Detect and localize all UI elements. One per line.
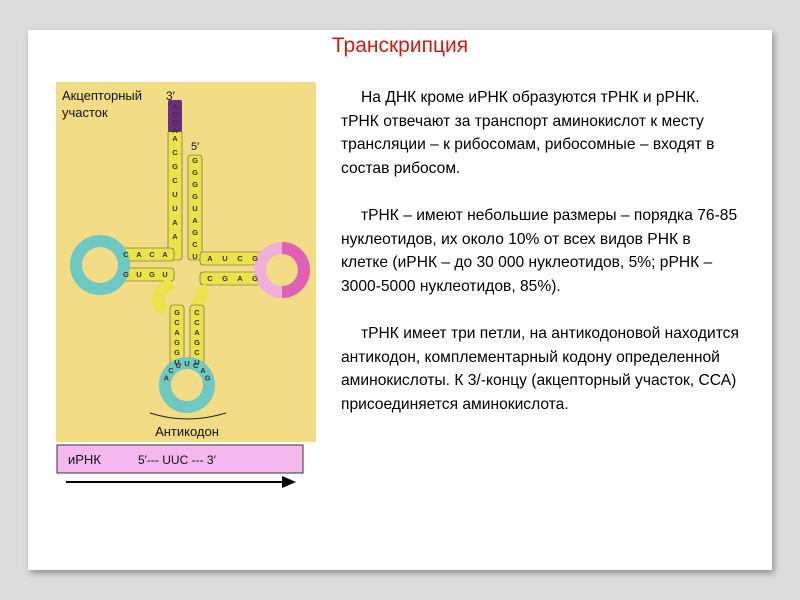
- slide-title: Транскрипция: [331, 34, 469, 57]
- d_arm_bottom-nt: U: [162, 270, 167, 279]
- connector-right: [191, 283, 209, 309]
- t_arm_bottom-nt: G: [222, 274, 228, 283]
- d_arm_top-nt: C: [149, 250, 155, 259]
- anticodon_loop-nt: C: [168, 366, 174, 375]
- d_arm_bottom-nt: G: [149, 270, 155, 279]
- acceptor_right-nt: U: [192, 252, 197, 261]
- anticodon_left-nt: A: [174, 328, 180, 337]
- anticodon-loop: [159, 357, 215, 413]
- anticodon_loop-nt: C: [193, 361, 199, 370]
- acceptor_right-nt: G: [192, 228, 198, 237]
- anticodon_right-nt: C: [194, 318, 200, 327]
- acceptor_left-nt: A: [172, 218, 178, 227]
- anticodon_left-nt: U: [174, 358, 179, 367]
- acceptor_left-nt: C: [172, 176, 178, 185]
- acceptor_left-nt: A: [172, 134, 178, 143]
- cca-nt: C: [172, 110, 178, 119]
- cca-nt: A: [172, 102, 178, 111]
- cca-end: [168, 100, 182, 132]
- t_arm_top-nt: G: [252, 254, 258, 263]
- d-loop: [70, 235, 130, 295]
- acceptor_left-nt: A: [172, 232, 178, 241]
- anticodon_right-nt: C: [194, 348, 200, 357]
- mrna-bar: [56, 444, 304, 474]
- anticodon_right-nt: G: [194, 338, 200, 347]
- d_arm_top-nt: A: [162, 250, 168, 259]
- anticodon_right-nt: C: [194, 308, 200, 317]
- acceptor_left-nt: G: [172, 162, 178, 171]
- anticodon_loop-nt: A: [200, 366, 206, 375]
- paragraph-1: На ДНК кроме иРНК образуются тРНК и рРНК…: [341, 89, 715, 177]
- acceptor_right-nt: G: [192, 168, 198, 177]
- five-prime-label: 5′: [191, 141, 199, 153]
- d_arm_bottom-nt: U: [136, 270, 141, 279]
- t_arm_bottom-nt: A: [237, 274, 243, 283]
- t_arm_top-nt: A: [207, 254, 213, 263]
- acceptor_right-nt: G: [192, 192, 198, 201]
- mrna-label: иРНК: [68, 452, 101, 467]
- t-loop-accent: [281, 242, 311, 298]
- anticodon_left-nt: C: [174, 318, 180, 327]
- anticodon-brace: [149, 412, 227, 420]
- acceptor-label-line1: Акцепторный: [62, 88, 142, 103]
- paragraph-3: тРНК имеет три петли, на антикодоновой н…: [341, 325, 739, 413]
- d_arm_top-nt: C: [123, 250, 129, 259]
- t_arm_top-nt: C: [237, 254, 243, 263]
- acceptor_left-nt: C: [172, 148, 178, 157]
- anticodon_loop-nt: G: [205, 373, 211, 382]
- acceptor_right-nt: C: [192, 240, 198, 249]
- acceptor_right-nt: U: [192, 204, 197, 213]
- t_arm_bottom-nt: G: [252, 274, 258, 283]
- paragraph-2: тРНК – имеют небольшие размеры – порядка…: [341, 207, 738, 295]
- t_arm_top-nt: U: [222, 254, 227, 263]
- t_arm_bottom-nt: C: [207, 274, 213, 283]
- anticodon_right-nt: U: [194, 358, 199, 367]
- anticodon_left-nt: G: [174, 338, 180, 347]
- acceptor-label-line2: участок: [62, 105, 108, 120]
- anticodon_left-nt: G: [174, 348, 180, 357]
- anticodon_loop-nt: A: [164, 373, 170, 382]
- cca-nt: C: [172, 118, 178, 127]
- direction-arrow-head: [282, 476, 296, 488]
- three-prime-label: 3′: [166, 89, 176, 103]
- d_arm_bottom-nt: G: [123, 270, 129, 279]
- text-block: На ДНК кроме иРНК образуются тРНК и рРНК…: [341, 86, 741, 440]
- anticodon_right-nt: A: [194, 328, 200, 337]
- acceptor-stem-right: [187, 154, 203, 261]
- acceptor_right-nt: G: [192, 156, 198, 165]
- cca-nt: A: [172, 126, 178, 135]
- codon-text: 5′--- UUC --- 3′: [138, 453, 217, 467]
- anticodon_loop-nt: U: [184, 359, 189, 368]
- variable-loop: [151, 277, 176, 315]
- acceptor_left-nt: U: [172, 204, 177, 213]
- acceptor_left-nt: U: [172, 190, 177, 199]
- anticodon-label: Антикодон: [155, 424, 219, 439]
- d_arm_top-nt: A: [136, 250, 142, 259]
- anticodon_loop-nt: U: [176, 361, 181, 370]
- acceptor_right-nt: A: [192, 216, 198, 225]
- acceptor_right-nt: G: [192, 180, 198, 189]
- anticodon_left-nt: G: [174, 308, 180, 317]
